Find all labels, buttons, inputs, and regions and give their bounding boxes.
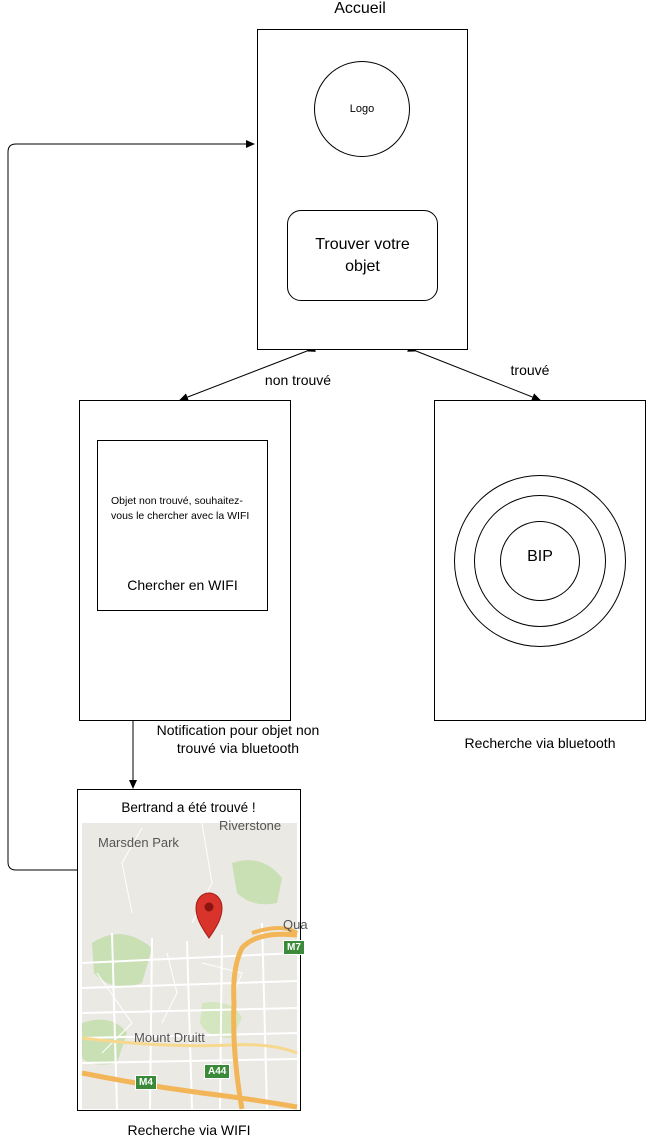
bluetooth-screen-caption: Recherche via bluetooth [464, 735, 616, 751]
map-shield-m7: M7 [283, 940, 305, 955]
edge-label-notification-line2: trouvé via bluetooth [176, 740, 300, 756]
search-wifi-button[interactable]: Chercher en WIFI [127, 577, 238, 593]
find-object-button-label: Trouver votre objet [315, 235, 410, 275]
arrow-map-back-to-home [7, 140, 255, 871]
map[interactable]: Riverstone Marsden Park Qua Mount Druitt… [81, 818, 308, 1110]
map-label-mount-druitt: Mount Druitt [134, 1030, 205, 1045]
home-screen-title: Accueil [334, 0, 386, 17]
wifi-prompt-dialog: Objet non trouvé, souhaitez-vous le cher… [97, 440, 268, 611]
wifi-result-title: Bertrand a été trouvé ! [121, 800, 256, 815]
wifi-result-caption: Recherche via WIFI [127, 1122, 251, 1138]
map-label-riverstone: Riverstone [219, 818, 282, 833]
map-graphic [81, 822, 299, 1110]
logo-label: Logo [349, 103, 375, 115]
map-shield-a44: A44 [204, 1064, 231, 1079]
wifi-prompt-message: Objet non trouvé, souhaitez-vous le cher… [111, 495, 250, 522]
bip-ring-middle [474, 495, 606, 627]
edge-label-found: trouvé [510, 362, 550, 378]
edge-label-notification-line1: Notification pour objet non [156, 722, 320, 738]
arrow-home-to-bluetooth [407, 344, 541, 401]
wifi-prompt-screen [79, 400, 291, 721]
find-object-button[interactable]: Trouver votre objet [287, 210, 438, 301]
bip-ring-inner [500, 521, 580, 601]
map-label-marsden-park: Marsden Park [98, 835, 179, 850]
map-label-quakers: Qua [283, 917, 308, 932]
logo: Logo [314, 61, 410, 157]
location-marker-icon[interactable] [185, 890, 232, 939]
arrow-home-to-wifi-prompt [179, 344, 316, 401]
bip-label: BIP [527, 548, 553, 565]
bip-ring-outer [454, 475, 626, 647]
map-shield-m4: M4 [135, 1075, 157, 1090]
edge-label-not-found: non trouvé [264, 372, 332, 388]
